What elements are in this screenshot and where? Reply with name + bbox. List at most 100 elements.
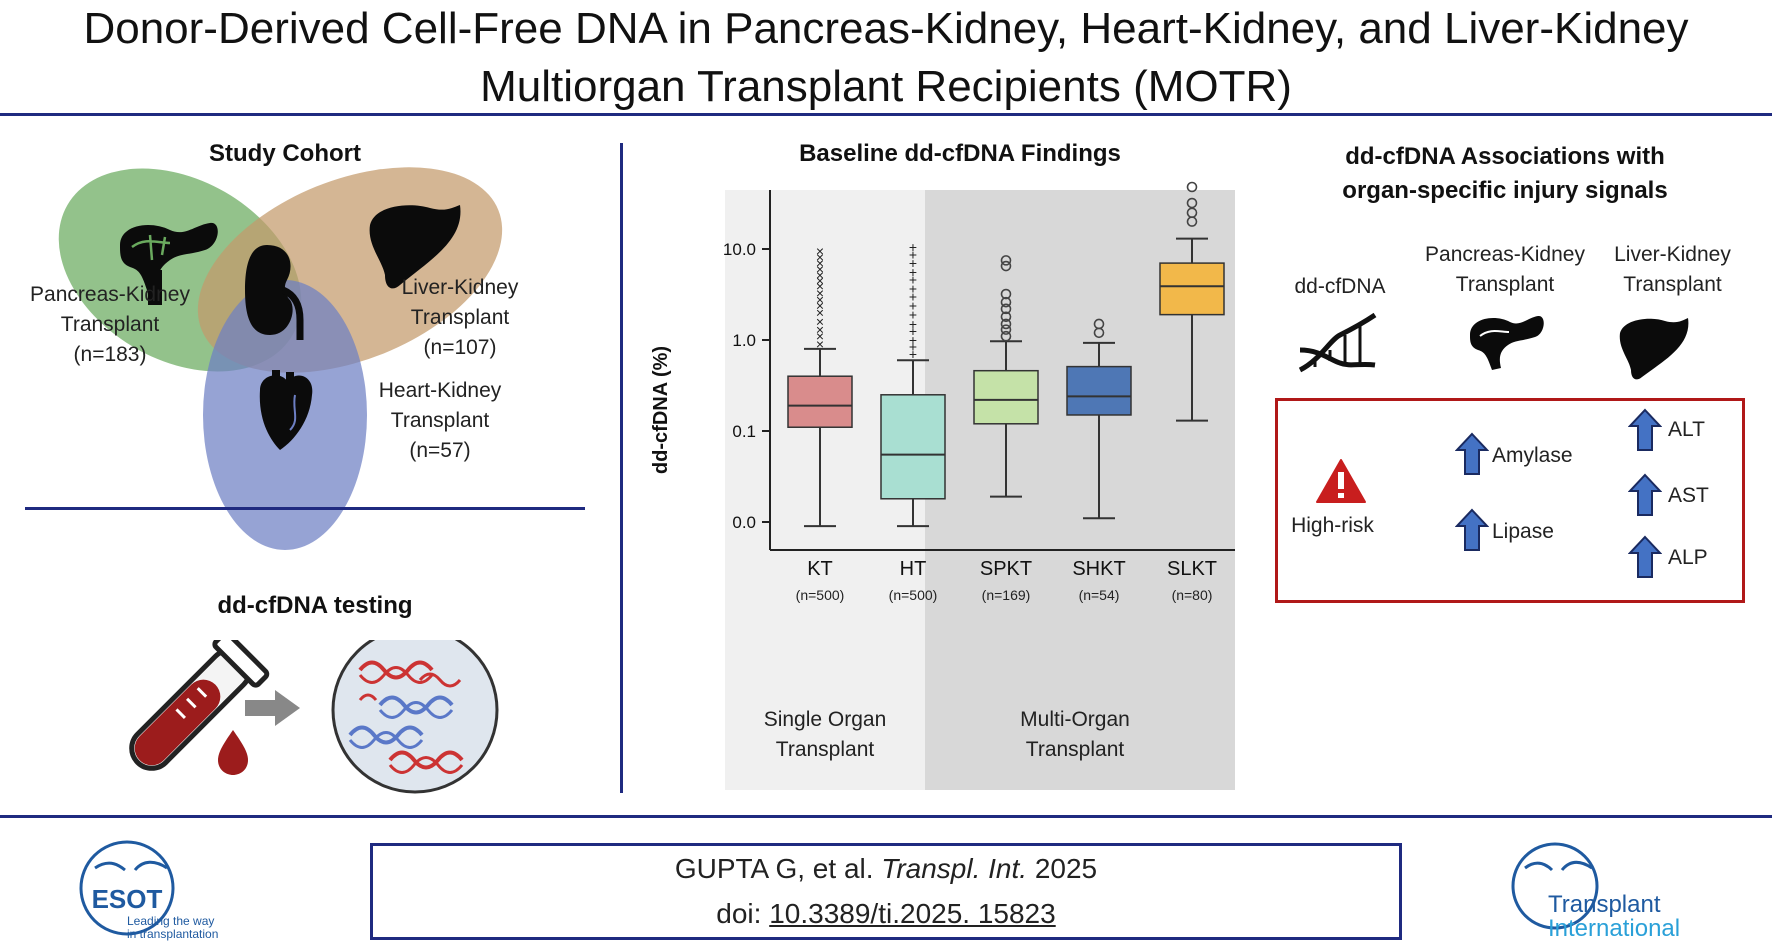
top-divider — [0, 113, 1772, 116]
x-category-label: SHKT — [1072, 558, 1125, 580]
y-axis-title: dd-cfDNA (%) — [650, 346, 672, 474]
pancreas-name-1: Pancreas-Kidney — [30, 283, 190, 306]
y-tick-label: 10.0 — [723, 240, 756, 259]
y-tick-label: 0.0 — [732, 513, 756, 532]
x-category-label: SLKT — [1167, 558, 1217, 580]
test-tube-icon — [129, 640, 270, 771]
group-single-1: Single Organ — [763, 708, 887, 731]
doi-label: doi: — [716, 898, 762, 929]
arrow-up-icon — [1455, 508, 1489, 551]
chart-title: Baseline dd-cfDNA Findings — [799, 140, 1121, 167]
cohort-label-heart: Heart-Kidney Transplant (n=57) — [340, 376, 540, 466]
outlier-point: + — [909, 280, 917, 296]
outlier-point: + — [909, 297, 917, 313]
outlier-point: × — [816, 297, 824, 313]
heart-count: (n=57) — [409, 439, 471, 462]
box-kt — [787, 375, 853, 428]
x-count-label: (n=80) — [1172, 587, 1213, 603]
x-count-label: (n=500) — [889, 587, 938, 603]
doi-link[interactable]: 10.3389/ti.2025. 15823 — [769, 898, 1056, 929]
assoc-col-ddcfdna: dd-cfDNA — [1294, 275, 1386, 298]
page-title: Donor-Derived Cell-Free DNA in Pancreas-… — [0, 0, 1772, 116]
box-ht — [880, 394, 946, 500]
outlier-point: × — [816, 261, 824, 277]
x-count-label: (n=169) — [982, 587, 1031, 603]
outlier-point — [1000, 255, 1012, 266]
outlier-point: × — [816, 278, 824, 294]
outlier-point — [1000, 324, 1012, 335]
title-line-2: Multiorgan Transplant Recipients (MOTR) — [480, 62, 1292, 111]
outlier-point: × — [816, 305, 824, 321]
outlier-point: × — [816, 243, 824, 259]
outlier-point — [1186, 181, 1198, 193]
kidney-icon — [245, 245, 304, 340]
outlier-point: + — [909, 307, 917, 323]
assoc-icons — [1298, 312, 1689, 380]
group-label-single: Single Organ Transplant — [725, 705, 925, 765]
outlier-point: + — [909, 247, 917, 263]
cohort-divider — [25, 507, 585, 510]
y-tick-label: 0.1 — [732, 422, 756, 441]
cohort-label-pancreas: Pancreas-Kidney Transplant (n=183) — [10, 280, 210, 370]
outlier-point: + — [909, 289, 917, 305]
outlier-point — [1186, 197, 1198, 209]
assoc-title-2: organ-specific injury signals — [1342, 177, 1668, 204]
warning-icon — [1316, 459, 1366, 503]
outlier-point: × — [816, 273, 824, 289]
associations-title: dd-cfDNA Associations with organ-specifi… — [1245, 140, 1765, 208]
box-spkt — [973, 369, 1039, 425]
liver-name-2: Transplant — [410, 306, 510, 329]
heart-name-2: Transplant — [390, 409, 490, 432]
outlier-point — [1000, 318, 1012, 330]
amylase-label: Amylase — [1492, 444, 1573, 467]
esot-logo-text: ESOT — [92, 884, 163, 914]
transplant-international-logo: Transplant International — [1511, 842, 1680, 942]
outlier-point: + — [909, 316, 917, 332]
citation-box — [370, 843, 1402, 940]
assoc-col-pancreas: Pancreas-Kidney Transplant — [1410, 240, 1600, 300]
box-slkt — [1159, 262, 1225, 316]
doi-line: doi: 10.3389/ti.2025. 15823 — [370, 898, 1402, 930]
outlier-point: + — [909, 272, 917, 288]
pancreas-count: (n=183) — [73, 343, 147, 366]
blood-drop-icon — [218, 730, 248, 775]
x-category-label: SPKT — [980, 558, 1032, 580]
outlier-point — [1000, 303, 1012, 315]
lipase-label: Lipase — [1492, 520, 1554, 543]
testing-illustration — [129, 640, 499, 794]
outlier-point: + — [909, 255, 917, 271]
group-multi-1: Multi-Organ — [1020, 708, 1130, 731]
outlier-point: × — [816, 285, 824, 301]
outlier-point — [1000, 311, 1012, 323]
x-count-label: (n=54) — [1079, 587, 1120, 603]
assoc-title-1: dd-cfDNA Associations with — [1345, 143, 1665, 170]
liver-icon — [369, 205, 461, 289]
assoc-col-liver: Liver-Kidney Transplant — [1590, 240, 1755, 300]
arrow-up-icon — [1628, 535, 1662, 578]
x-category-label: HT — [900, 558, 927, 580]
cite-authors: GUPTA G, et al. — [674, 853, 874, 884]
assoc-col2-2: Transplant — [1455, 273, 1555, 296]
cite-year: 2025 — [1034, 853, 1098, 884]
outlier-point: + — [909, 332, 917, 348]
title-line-1: Donor-Derived Cell-Free DNA in Pancreas-… — [83, 4, 1689, 53]
outlier-point: + — [909, 346, 917, 362]
dna-petri-dish-icon — [331, 640, 499, 794]
arrow-up-icon — [1455, 432, 1489, 475]
cohort-title: Study Cohort — [209, 140, 361, 167]
arrow-right-icon — [245, 690, 300, 726]
ti-logo-text-2: International — [1548, 915, 1680, 942]
assoc-col2-1: Pancreas-Kidney — [1425, 243, 1585, 266]
ti-logo-text-1: Transplant — [1548, 891, 1661, 918]
liver-small-icon — [1619, 318, 1689, 380]
liver-count: (n=107) — [423, 336, 497, 359]
arrow-up-icon — [1628, 473, 1662, 516]
esot-logo: ESOT Leading the way in transplantation — [79, 840, 218, 941]
box-shkt — [1066, 365, 1132, 416]
esot-tagline-1: Leading the way — [127, 914, 214, 928]
pancreas-icon — [120, 222, 218, 305]
outlier-point: + — [909, 239, 917, 255]
outlier-point: × — [816, 249, 824, 265]
left-vertical-divider — [620, 143, 623, 793]
assoc-col3-1: Liver-Kidney — [1614, 243, 1731, 266]
